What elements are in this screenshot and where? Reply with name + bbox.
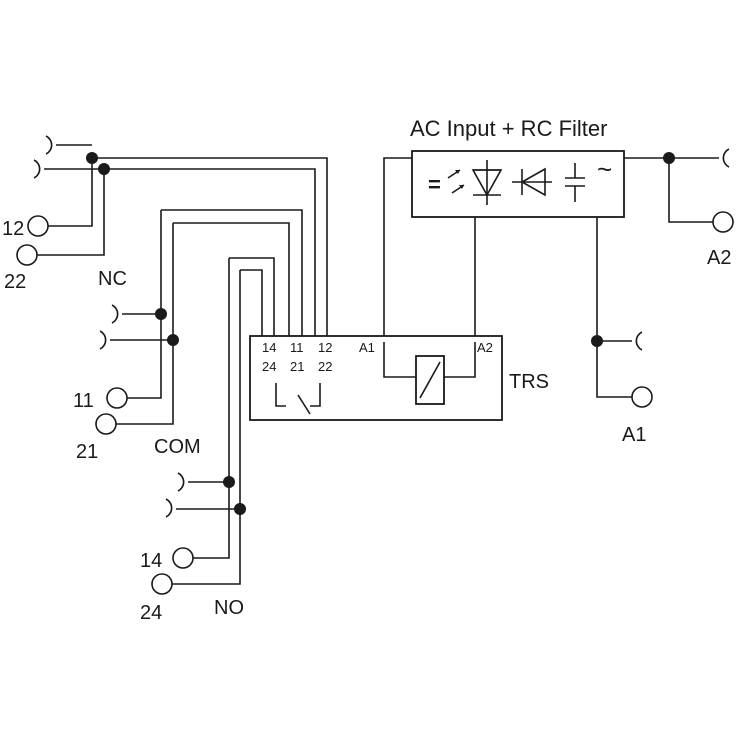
plug-nc-lower (33, 159, 41, 179)
a2-terminal-label: A2 (707, 247, 731, 269)
led-icon (447, 169, 465, 194)
junction-dots (86, 152, 675, 515)
junction-12 (86, 152, 98, 164)
coil-wire-a1 (383, 342, 416, 378)
nc-wires (37, 144, 328, 342)
com-label: COM (154, 436, 201, 458)
plug-no-lower (165, 498, 173, 518)
pin-a2: A2 (477, 340, 493, 355)
terminals (16, 211, 734, 595)
filter-wires (383, 157, 719, 398)
ac-symbol: ~ (597, 154, 612, 184)
term-24-label: 24 (140, 602, 162, 624)
diode-icon (471, 160, 503, 205)
plug-a1 (635, 331, 643, 351)
junction-24 (234, 503, 246, 515)
term-14-label: 14 (140, 550, 162, 572)
rc-filter-module: = ~ (411, 150, 625, 218)
pin-12: 12 (318, 340, 332, 355)
term-21-label: 21 (76, 441, 98, 463)
dc-symbol: = (428, 172, 441, 197)
terminal-24 (151, 573, 173, 595)
plug-a2 (722, 148, 730, 168)
no-wires (172, 257, 275, 585)
rectifier-diode-icon (512, 167, 552, 197)
junction-22 (98, 163, 110, 175)
term-22-label: 22 (4, 271, 26, 293)
trs-box (249, 335, 503, 421)
term-11-label: 11 (73, 390, 94, 412)
nc-label: NC (98, 268, 127, 290)
junction-11 (155, 308, 167, 320)
no-label: NO (214, 597, 244, 619)
plug-connectors-right (635, 148, 730, 351)
capacitor-icon (565, 163, 585, 202)
terminal-a1 (631, 386, 653, 408)
terminal-22 (16, 244, 38, 266)
coil-wire-a2 (444, 342, 476, 378)
trs-relay-module (249, 335, 503, 421)
plug-connectors-left (33, 135, 185, 518)
terminal-a2 (712, 211, 734, 233)
pin-a1: A1 (359, 340, 375, 355)
rc-filter-title: AC Input + RC Filter (410, 116, 607, 141)
terminal-12 (27, 215, 49, 237)
labels: AC Input + RC Filter TRS NC COM NO A2 A1… (2, 116, 731, 624)
term-12-label: 12 (2, 218, 24, 240)
plug-com-lower (99, 330, 107, 350)
pin-22: 22 (318, 359, 332, 374)
trs-label: TRS (509, 371, 549, 393)
rc-filter-box (411, 150, 625, 218)
junction-14 (223, 476, 235, 488)
a1-terminal-label: A1 (622, 424, 646, 446)
pin-11: 11 (290, 340, 304, 355)
plug-no-upper (177, 472, 185, 492)
relay-contact-icon (275, 383, 321, 415)
relay-coil-icon (415, 355, 445, 405)
terminal-11 (106, 387, 128, 409)
pin-21: 21 (290, 359, 304, 374)
pin-14: 14 (262, 340, 276, 355)
plug-nc-upper (45, 135, 53, 155)
plug-com-upper (111, 304, 119, 324)
terminal-21 (95, 413, 117, 435)
pin-24: 24 (262, 359, 276, 374)
com-wires (110, 209, 303, 425)
junction-21 (167, 334, 179, 346)
terminal-14 (172, 547, 194, 569)
